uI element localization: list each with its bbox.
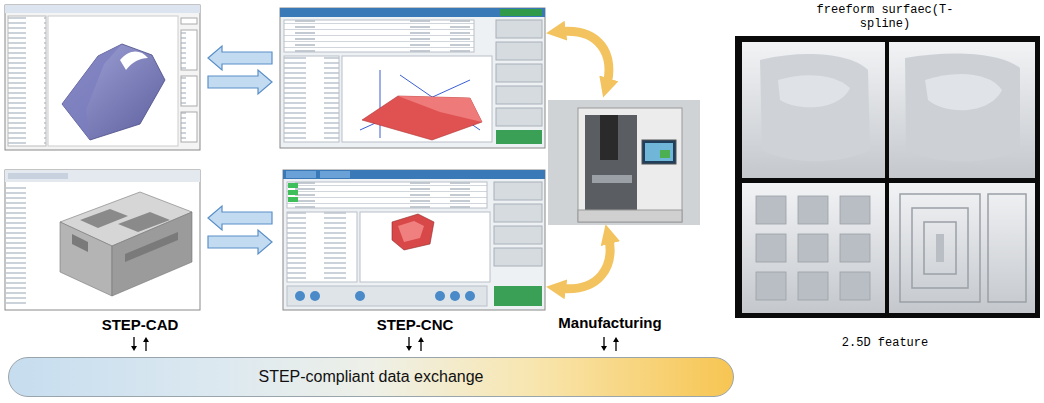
stage-label: STEP-CAD: [85, 316, 195, 333]
band-text: STEP-compliant data exchange: [258, 368, 483, 386]
photo-caption: 2.5D feature: [815, 336, 955, 350]
stage-label: STEP-CNC: [360, 316, 470, 333]
block-arrows: [208, 46, 272, 254]
photo-caption: freeform surfaec(T-spline): [815, 3, 955, 31]
cad-screenshot: [5, 5, 200, 150]
exchange-arrows: [131, 337, 619, 351]
data-exchange-band: STEP-compliant data exchange: [8, 357, 734, 397]
machined-parts-photo: [735, 36, 1040, 318]
step-cnc-screenshot: [283, 170, 545, 310]
stage-label: Manufacturing: [545, 314, 675, 331]
cnc-machine-photo: [548, 100, 700, 225]
solidworks-screenshot: [5, 170, 200, 310]
curved-arrows: [556, 31, 610, 289]
step-cnc-screenshot: [280, 8, 545, 148]
